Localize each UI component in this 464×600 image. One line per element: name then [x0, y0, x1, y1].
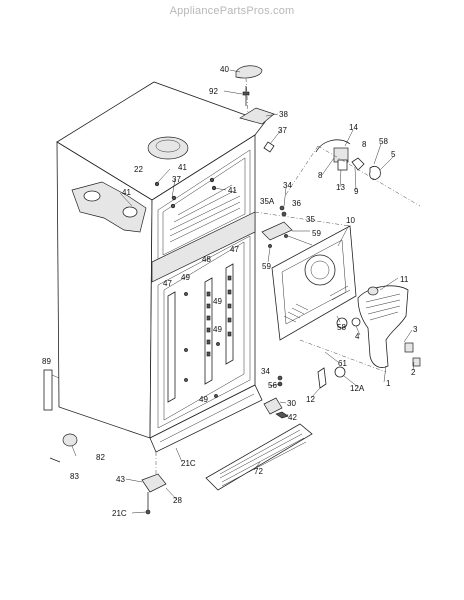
site-watermark: AppliancePartsPros.com: [169, 5, 295, 17]
callout-59b: 59: [262, 262, 271, 271]
callout-47a: 47: [230, 245, 239, 254]
callout-4: 4: [355, 332, 360, 341]
callout-35: 35: [306, 215, 315, 224]
callout-49a: 49: [181, 273, 190, 282]
callout-49b: 49: [213, 297, 222, 306]
callout-labels: 40 92 38 37 14 58 8 5 22 41 37 41 41 13 …: [42, 65, 418, 518]
callout-13: 13: [336, 183, 345, 192]
callout-9: 9: [354, 187, 359, 196]
callout-48: 48: [202, 255, 211, 264]
callout-40: 40: [220, 65, 229, 74]
top-hinge-assembly: [235, 65, 275, 153]
callout-14: 14: [349, 123, 358, 132]
callout-1: 1: [386, 379, 391, 388]
callout-36: 36: [292, 199, 301, 208]
callout-35A: 35A: [260, 197, 275, 206]
refrigerator-cabinet: [43, 81, 266, 453]
callout-58b: 58: [337, 323, 346, 332]
callout-11: 11: [400, 275, 409, 284]
callout-83: 83: [70, 472, 79, 481]
callout-82: 82: [96, 453, 105, 462]
callout-72: 72: [254, 467, 263, 476]
callout-3: 3: [413, 325, 418, 334]
callout-37: 37: [278, 126, 287, 135]
callout-8b: 8: [318, 171, 323, 180]
callout-49d: 49: [199, 395, 208, 404]
callout-21C-b: 21C: [112, 509, 127, 518]
control-assembly: [284, 139, 421, 207]
callout-38: 38: [279, 110, 288, 119]
callout-2: 2: [411, 368, 416, 377]
callout-58: 58: [379, 137, 388, 146]
callout-12A: 12A: [350, 384, 365, 393]
callout-89: 89: [42, 357, 51, 366]
callout-47b: 47: [163, 279, 172, 288]
callout-8a: 8: [362, 140, 367, 149]
callout-5: 5: [391, 150, 396, 159]
callout-28: 28: [173, 496, 182, 505]
callout-59a: 59: [312, 229, 321, 238]
lower-parts: [49, 366, 346, 515]
callout-22: 22: [134, 165, 143, 174]
callout-56: 56: [268, 381, 277, 390]
callout-21C-a: 21C: [181, 459, 196, 468]
callout-10: 10: [346, 216, 355, 225]
leader-lines: [71, 69, 415, 514]
callout-61: 61: [338, 359, 347, 368]
callout-41a: 41: [178, 163, 187, 172]
callout-37b: 37: [172, 175, 181, 184]
callout-43: 43: [116, 475, 125, 484]
callout-42: 42: [288, 413, 297, 422]
callout-92: 92: [209, 87, 218, 96]
callout-41b: 41: [228, 186, 237, 195]
callout-34a: 34: [283, 181, 292, 190]
callout-34b: 34: [261, 367, 270, 376]
callout-30: 30: [287, 399, 296, 408]
callout-49c: 49: [213, 325, 222, 334]
callout-12: 12: [306, 395, 315, 404]
evaporator-cover: [254, 205, 357, 341]
callout-41c: 41: [122, 188, 131, 197]
